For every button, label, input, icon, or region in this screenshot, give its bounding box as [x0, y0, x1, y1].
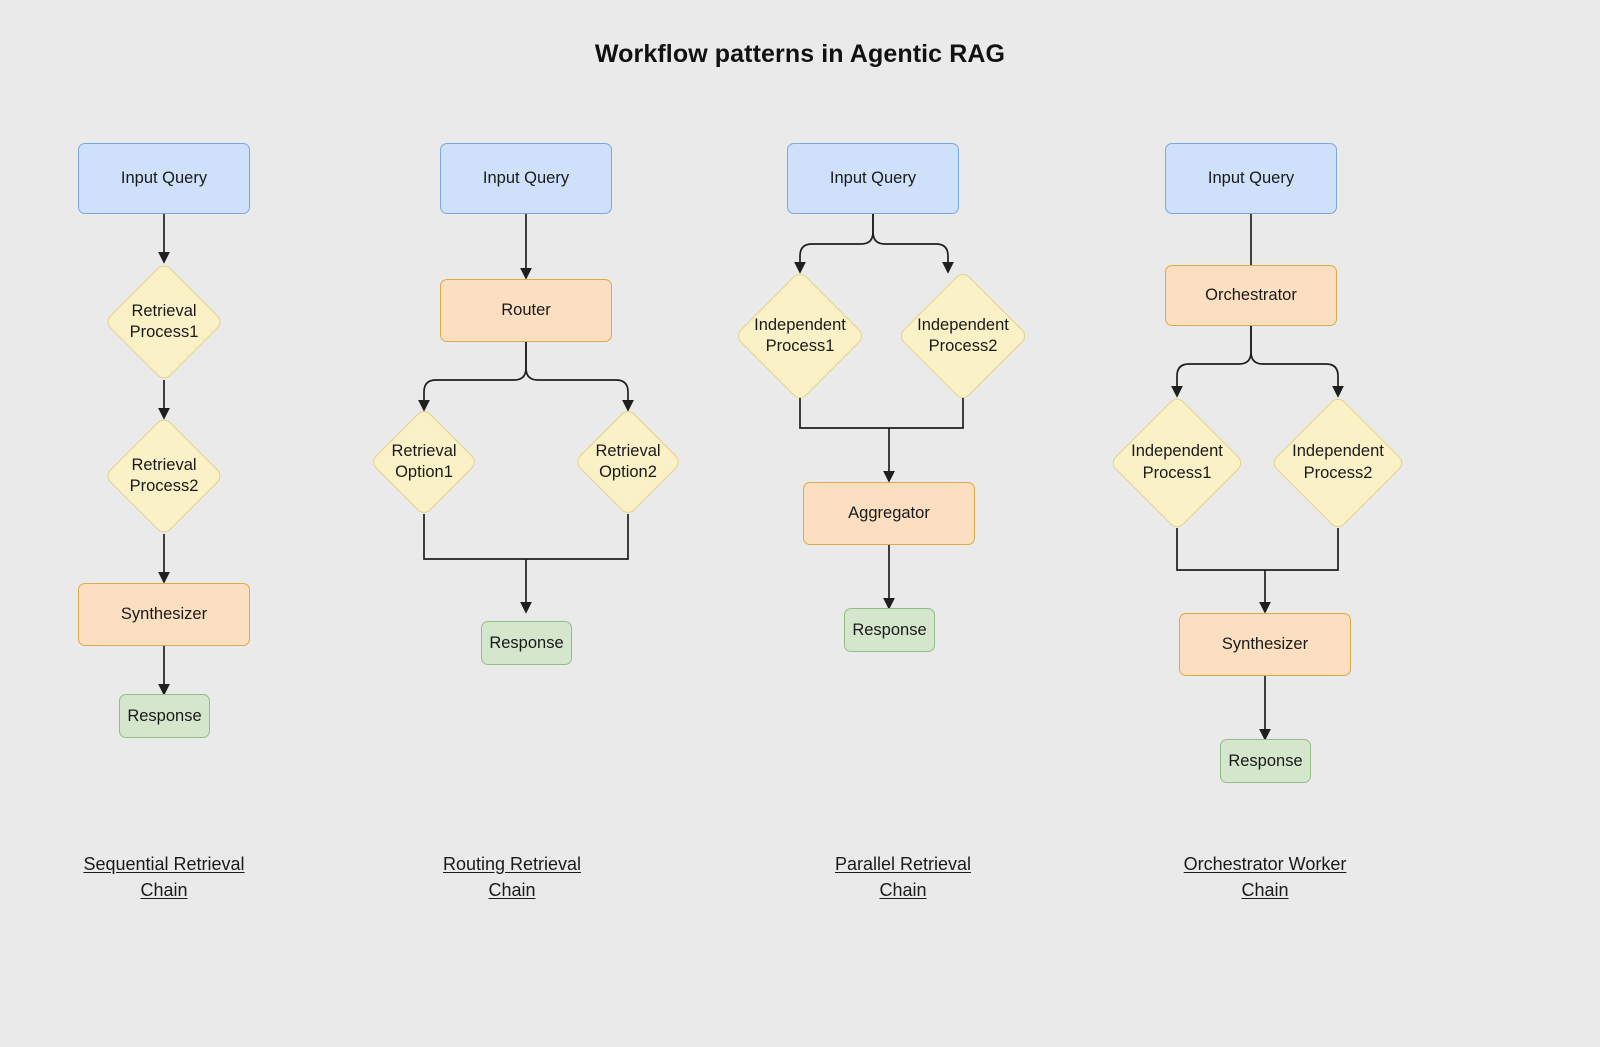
node-response-routing[interactable]: Response — [481, 621, 572, 665]
node-synthesizer-sequential[interactable]: Synthesizer — [78, 583, 250, 646]
node-label-group: Independent Process1 — [754, 315, 846, 358]
node-label-line2: Process1 — [1142, 463, 1212, 482]
edge-input-to-process1 — [794, 214, 874, 274]
node-response-sequential[interactable]: Response — [119, 694, 210, 738]
node-label-line1: Retrieval — [391, 441, 457, 460]
node-label: Router — [501, 301, 551, 320]
node-label: Response — [489, 633, 564, 652]
node-orchestrator[interactable]: Orchestrator — [1165, 265, 1337, 326]
node-retrieval-option1-routing[interactable]: Retrieval Option1 — [369, 407, 479, 517]
node-label-group: Retrieval Process1 — [130, 301, 199, 344]
node-label-line2: Process2 — [1303, 463, 1373, 482]
node-label-line1: Retrieval — [595, 441, 661, 460]
edge-router-to-option1 — [418, 342, 527, 412]
node-response-orchestrator[interactable]: Response — [1220, 739, 1311, 783]
node-label: Response — [127, 706, 202, 725]
node-retrieval-process2-sequential[interactable]: Retrieval Process2 — [103, 415, 225, 537]
node-input-query-parallel[interactable]: Input Query — [787, 143, 959, 214]
node-response-parallel[interactable]: Response — [844, 608, 935, 652]
node-label: Response — [852, 620, 927, 639]
edge-orchestrator-to-process2 — [1250, 326, 1344, 398]
node-label: Synthesizer — [120, 605, 208, 624]
node-label: Input Query — [482, 169, 570, 188]
caption-line2: Chain — [140, 880, 188, 901]
caption-line2: Chain — [1241, 880, 1289, 901]
node-label: Input Query — [1207, 169, 1295, 188]
edge-option2-to-response — [526, 514, 629, 560]
node-input-query-routing[interactable]: Input Query — [440, 143, 612, 214]
caption-line1: Sequential Retrieval — [83, 854, 245, 874]
node-independent-process1-orchestrator[interactable]: Independent Process1 — [1107, 394, 1247, 531]
node-label-line2: Option2 — [599, 463, 657, 481]
node-retrieval-option2-routing[interactable]: Retrieval Option2 — [573, 407, 683, 517]
edge-option1-to-response — [423, 514, 526, 560]
node-label-line2: Process2 — [129, 477, 199, 495]
node-label-group: Retrieval Option2 — [595, 441, 660, 484]
node-label: Response — [1228, 751, 1303, 770]
node-label-group: Independent Process2 — [917, 315, 1009, 358]
caption-line2: Chain — [879, 880, 927, 901]
node-label-line1: Independent — [1292, 442, 1384, 461]
node-aggregator-parallel[interactable]: Aggregator — [803, 482, 975, 545]
edge-router-to-option2 — [525, 342, 634, 412]
node-label-line1: Independent — [1131, 442, 1223, 461]
node-label-line1: Retrieval — [131, 301, 197, 320]
caption-line1: Parallel Retrieval — [834, 854, 972, 874]
caption-sequential-retrieval-chain: Sequential Retrieval Chain — [44, 851, 284, 903]
node-input-query-orchestrator[interactable]: Input Query — [1165, 143, 1337, 214]
node-label-line2: Process1 — [765, 337, 835, 355]
node-label-line1: Independent — [754, 315, 846, 334]
edge-process1-to-synthesizer — [1176, 528, 1265, 571]
node-retrieval-process1-sequential[interactable]: Retrieval Process1 — [103, 261, 225, 383]
node-router-routing[interactable]: Router — [440, 279, 612, 342]
node-label-group: Independent Process2 — [1292, 441, 1384, 484]
node-label-line1: Retrieval — [131, 455, 197, 474]
edge-process2-to-synthesizer — [1265, 528, 1339, 571]
node-label-line1: Independent — [917, 315, 1009, 334]
node-label: Aggregator — [848, 504, 930, 523]
edge-input-to-process2 — [872, 214, 954, 274]
caption-line2: Chain — [488, 880, 536, 901]
node-label: Orchestrator — [1205, 286, 1297, 305]
node-label-group: Retrieval Option1 — [391, 441, 456, 484]
node-label-line2: Process1 — [129, 323, 199, 341]
node-independent-process1-parallel[interactable]: Independent Process1 — [730, 270, 870, 402]
node-synthesizer-orchestrator[interactable]: Synthesizer — [1179, 613, 1351, 676]
node-label: Input Query — [829, 169, 917, 188]
node-label-group: Retrieval Process2 — [130, 455, 199, 498]
node-label: Synthesizer — [1221, 635, 1309, 654]
caption-line1: Routing Retrieval — [442, 854, 582, 874]
node-label-group: Independent Process1 — [1131, 441, 1223, 484]
node-label: Input Query — [120, 169, 208, 188]
node-label-line2: Option1 — [395, 463, 453, 481]
node-label-line2: Process2 — [928, 337, 998, 355]
page-title: Workflow patterns in Agentic RAG — [594, 40, 1006, 68]
caption-orchestrator-worker-chain: Orchestrator Worker Chain — [1149, 851, 1381, 903]
edge-orchestrator-to-process1 — [1171, 326, 1252, 398]
caption-routing-retrieval-chain: Routing Retrieval Chain — [406, 851, 618, 903]
caption-line1: Orchestrator Worker — [1183, 854, 1347, 874]
edge-process1-to-aggregator — [799, 398, 889, 429]
node-input-query-sequential[interactable]: Input Query — [78, 143, 250, 214]
caption-parallel-retrieval-chain: Parallel Retrieval Chain — [797, 851, 1009, 903]
edge-process2-to-aggregator — [889, 398, 964, 429]
node-independent-process2-parallel[interactable]: Independent Process2 — [893, 270, 1033, 402]
node-independent-process2-orchestrator[interactable]: Independent Process2 — [1268, 394, 1408, 531]
